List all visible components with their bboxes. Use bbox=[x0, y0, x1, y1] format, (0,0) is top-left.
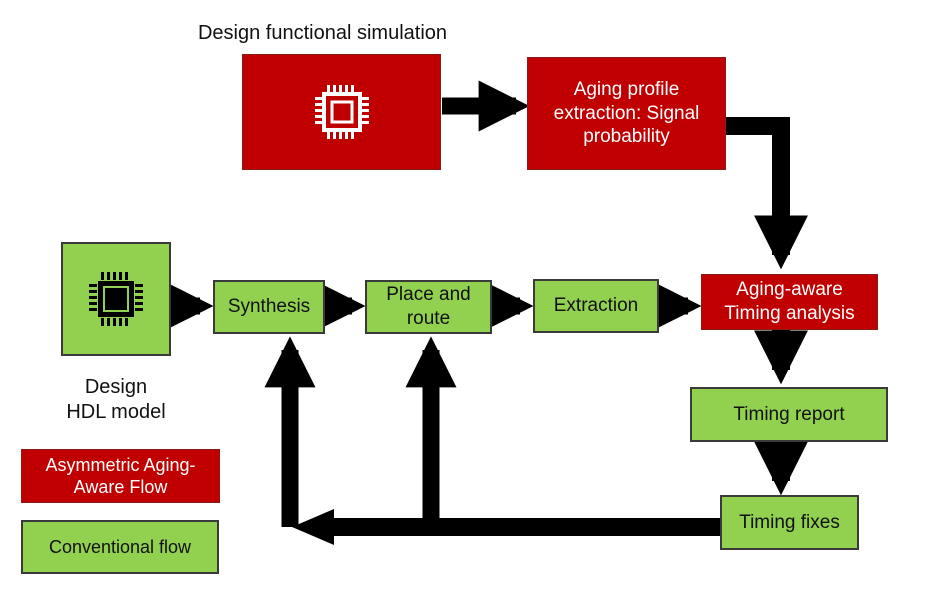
timing-fixes-box: Timing fixes bbox=[720, 495, 859, 550]
functional-simulation-box bbox=[242, 54, 441, 170]
timing-report-label: Timing report bbox=[733, 403, 845, 425]
synthesis-box: Synthesis bbox=[213, 280, 325, 334]
timing-report-box: Timing report bbox=[690, 387, 888, 442]
place-and-route-label: Place and route bbox=[386, 284, 471, 329]
feedback-arrowhead bbox=[292, 509, 334, 545]
timing-fixes-label: Timing fixes bbox=[739, 511, 840, 533]
chip-icon bbox=[314, 85, 369, 139]
legend-aging-flow: Asymmetric Aging- Aware Flow bbox=[21, 449, 220, 503]
aging-profile-extraction-box: Aging profile extraction: Signal probabi… bbox=[527, 57, 726, 170]
legend-conventional-label: Conventional flow bbox=[48, 536, 192, 557]
aging-timing-line1: Aging-aware bbox=[736, 279, 843, 301]
design-hdl-label: Design HDL model bbox=[55, 375, 177, 425]
extraction-label: Extraction bbox=[553, 295, 639, 317]
arrow-profile-to-timing bbox=[726, 117, 808, 270]
legend-conventional-flow: Conventional flow bbox=[21, 520, 219, 574]
chip-icon bbox=[89, 272, 143, 326]
legend-aging-line1: Asymmetric Aging- bbox=[45, 454, 196, 475]
aging-timing-line2: Timing analysis bbox=[724, 303, 855, 324]
design-hdl-line1: Design bbox=[84, 376, 148, 398]
synthesis-label: Synthesis bbox=[227, 296, 311, 318]
place-and-route-box: Place and route bbox=[365, 280, 492, 334]
legend-aging-line2: Aware Flow bbox=[73, 477, 168, 497]
aging-profile-label: Aging profile extraction: Signal probabi… bbox=[553, 78, 700, 148]
design-hdl-line2: HDL model bbox=[66, 401, 166, 423]
design-hdl-box bbox=[61, 242, 171, 356]
functional-simulation-label: Design functional simulation bbox=[197, 22, 448, 44]
extraction-box: Extraction bbox=[533, 279, 659, 333]
aging-aware-timing-box: Aging-aware Timing analysis bbox=[701, 274, 878, 330]
